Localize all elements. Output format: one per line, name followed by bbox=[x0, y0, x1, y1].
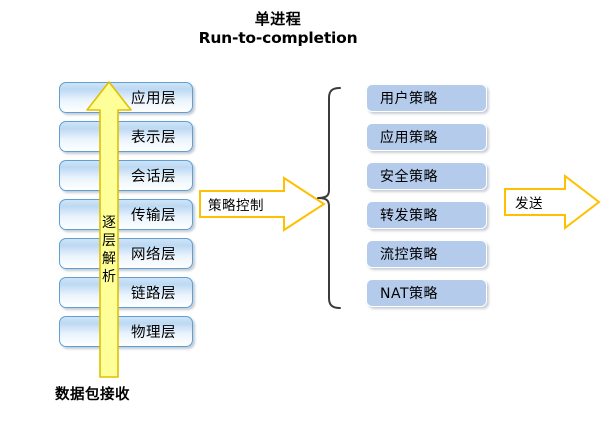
layer-label-presentation: 表示层 bbox=[131, 130, 176, 146]
layer-label-datalink: 链路层 bbox=[131, 286, 176, 302]
policy-box-user[interactable]: 用户策略 bbox=[366, 84, 487, 112]
up-arrow-char-4: 析 bbox=[102, 269, 116, 285]
layer-box-presentation[interactable]: 表示层 bbox=[59, 121, 193, 152]
policy-label-application: 应用策略 bbox=[380, 130, 438, 146]
policy-box-application[interactable]: 应用策略 bbox=[366, 123, 487, 151]
layer-label-session: 会话层 bbox=[131, 169, 176, 185]
policy-label-nat: NAT策略 bbox=[380, 286, 439, 302]
policy-label-flow-control: 流控策略 bbox=[380, 247, 438, 263]
layer-label-physical: 物理层 bbox=[131, 325, 176, 341]
layer-box-network[interactable]: 网络层 bbox=[59, 238, 193, 269]
up-arrow-char-2: 层 bbox=[102, 233, 116, 249]
layer-box-physical[interactable]: 物理层 bbox=[59, 316, 193, 347]
diagram-title: 单进程 Run-to-completion bbox=[178, 10, 378, 49]
policy-box-security[interactable]: 安全策略 bbox=[366, 162, 487, 190]
layer-label-transport: 传输层 bbox=[131, 208, 176, 224]
policy-box-nat[interactable]: NAT策略 bbox=[366, 279, 487, 307]
left-curly-brace-icon bbox=[316, 86, 342, 310]
policy-box-flow-control[interactable]: 流控策略 bbox=[366, 240, 487, 268]
policy-box-forwarding[interactable]: 转发策略 bbox=[366, 201, 487, 229]
title-line-2: Run-to-completion bbox=[198, 29, 358, 48]
layer-label-application: 应用层 bbox=[131, 91, 176, 107]
send-arrow-label: 发送 bbox=[515, 196, 543, 212]
policy-label-forwarding: 转发策略 bbox=[380, 208, 438, 224]
title-line-1: 单进程 bbox=[254, 10, 302, 28]
up-arrow-char-1: 逐 bbox=[102, 215, 116, 231]
layer-label-network: 网络层 bbox=[131, 247, 176, 263]
osi-layer-stack: 应用层 表示层 会话层 传输层 网络层 链路层 物理层 bbox=[59, 82, 197, 347]
policy-label-security: 安全策略 bbox=[380, 169, 438, 185]
policy-control-arrow-icon: 策略控制 bbox=[198, 176, 326, 232]
up-arrow-char-3: 解 bbox=[102, 251, 116, 267]
policy-stack: 用户策略 应用策略 安全策略 转发策略 流控策略 NAT策略 bbox=[366, 84, 492, 310]
send-arrow-icon: 发送 bbox=[503, 174, 601, 230]
layer-box-transport[interactable]: 传输层 bbox=[59, 199, 193, 230]
layer-box-datalink[interactable]: 链路层 bbox=[59, 277, 193, 308]
up-arrow-label: 逐 层 解 析 bbox=[84, 214, 134, 286]
policy-label-user: 用户策略 bbox=[380, 91, 438, 107]
up-arrow-icon: 逐 层 解 析 bbox=[84, 80, 134, 380]
bottom-caption: 数据包接收 bbox=[55, 387, 130, 403]
policy-control-arrow-label: 策略控制 bbox=[208, 198, 264, 214]
layer-box-session[interactable]: 会话层 bbox=[59, 160, 193, 191]
